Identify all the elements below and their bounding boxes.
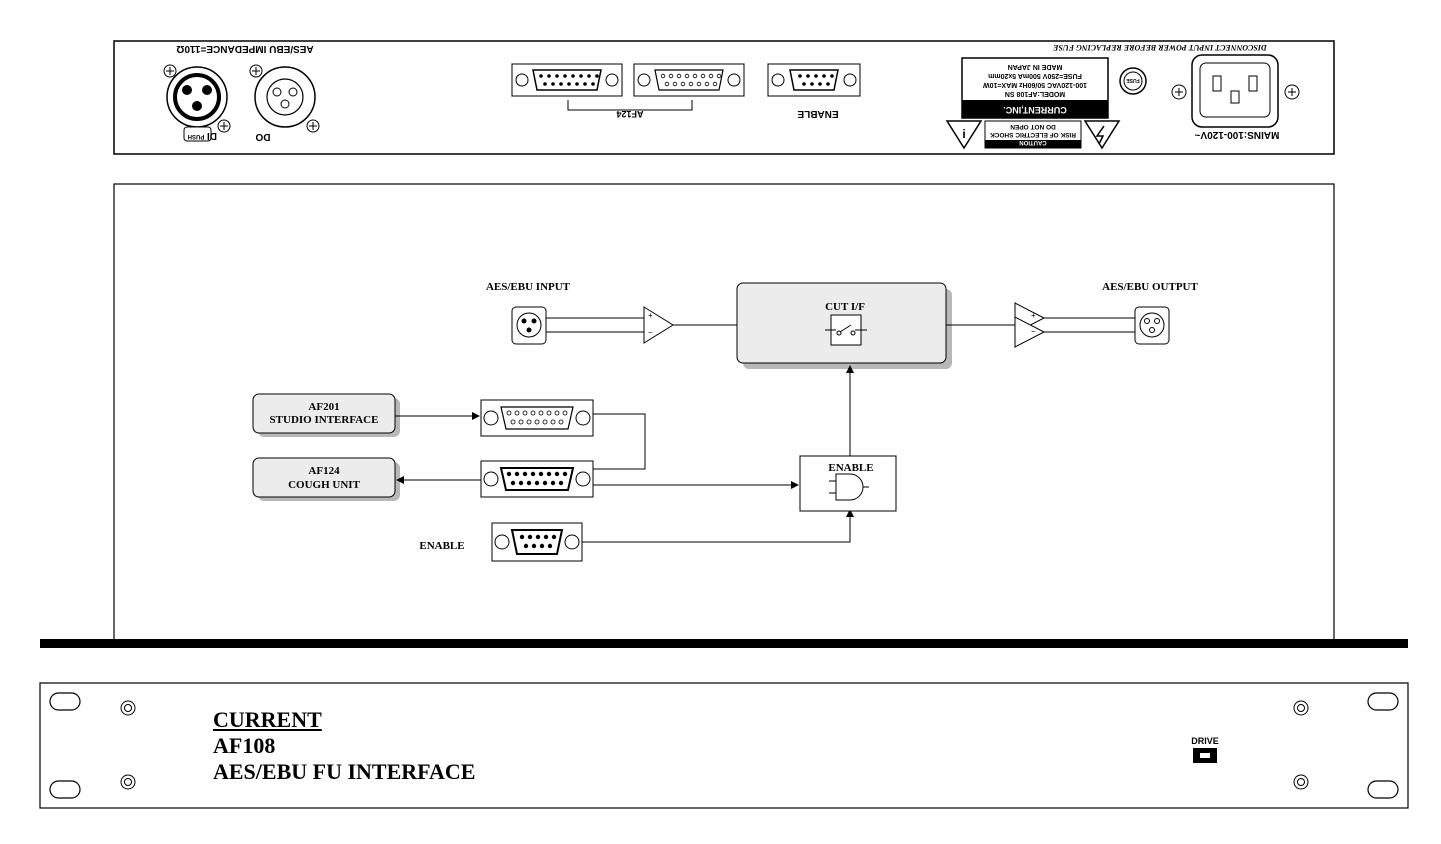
plate-header-bar <box>962 100 1108 118</box>
output-plus-sign: + <box>1031 311 1036 320</box>
lightning-warning-icon <box>1083 120 1121 150</box>
mains-label: MAINS:100-120V~ <box>1194 129 1279 140</box>
af201-block <box>252 393 396 434</box>
caution-title: CAUTION <box>1019 139 1046 145</box>
plate-line2: 100-120VAC 50/60Hz MAX=10W <box>983 81 1087 88</box>
af201-line1: AF201 <box>308 401 339 413</box>
af124-block <box>252 457 396 498</box>
rack-mount-slot <box>49 692 1399 799</box>
and-gate-icon <box>829 473 869 501</box>
af201-diagram-dsub <box>480 399 594 437</box>
screw-icon <box>163 64 231 133</box>
rear-panel-outline <box>113 40 1335 155</box>
plate-line3: FUSE=250V 500mA 5x20mm <box>988 72 1082 79</box>
front-model: AF108 <box>213 733 276 758</box>
disconnect-warning: DISCONNECT INPUT POWER BEFORE REPLACING … <box>1053 43 1268 52</box>
enable-dsub-connector[interactable] <box>767 63 861 97</box>
push-tab[interactable] <box>183 126 212 142</box>
plate-company: CURRENT,INC. <box>1003 105 1067 115</box>
af201-dsub-connector[interactable] <box>633 63 745 97</box>
caution-line1: RISK OF ELECTRIC SHOCK <box>990 131 1076 138</box>
fuse-label: FUSE <box>1126 77 1140 83</box>
af124-line1: AF124 <box>308 465 340 477</box>
plate-line4: MADE IN JAPAN <box>1008 63 1063 70</box>
di-label: DI <box>207 130 217 141</box>
dsub-loop-wire <box>593 413 646 470</box>
enable-gate-label: ENABLE <box>828 462 873 474</box>
aes-output-label: AES/EBU OUTPUT <box>1102 281 1198 293</box>
di-xlr-connector[interactable] <box>166 66 228 128</box>
af201-line2: STUDIO INTERFACE <box>270 414 379 426</box>
input-plus-sign: + <box>648 311 653 320</box>
do-xlr-connector[interactable] <box>254 66 316 128</box>
input-minus-sign: − <box>648 328 653 337</box>
af124-rear-label: AF124 <box>616 109 643 119</box>
front-brand: CURRENT <box>213 707 322 732</box>
switch-icon <box>825 314 867 346</box>
screw-icon <box>249 64 320 133</box>
fuse-holder-icon[interactable] <box>1119 67 1147 95</box>
push-label: PUSH <box>188 133 205 139</box>
impedance-label: AES/EBU IMPEDANCE=110Ω <box>176 43 313 54</box>
aes-output-connector[interactable] <box>1134 306 1170 345</box>
caution-bar <box>985 140 1081 148</box>
output-minus-sign: − <box>1031 327 1036 336</box>
enable-diagram-dsub <box>491 522 583 562</box>
output-driver-amplifier <box>1014 302 1046 348</box>
front-panel <box>39 682 1409 809</box>
iec-power-inlet[interactable] <box>1171 54 1300 128</box>
aes-input-connector[interactable] <box>511 306 547 345</box>
separator-bar <box>40 639 1408 648</box>
drive-led-indicator <box>1193 748 1217 763</box>
af124-dsub-connector[interactable] <box>511 63 623 97</box>
enable-input-wire <box>582 509 854 543</box>
svg-text:i: i <box>962 127 965 141</box>
af124-line2: COUGH UNIT <box>288 479 360 491</box>
enable-input-label: ENABLE <box>419 540 464 552</box>
af124-diagram-dsub <box>480 460 594 498</box>
info-warning-icon: i <box>945 120 983 150</box>
aes-input-label: AES/EBU INPUT <box>486 281 571 293</box>
front-description: AES/EBU FU INTERFACE <box>213 759 476 784</box>
drive-label: DRIVE <box>1191 736 1219 746</box>
cut-label: CUT I/F <box>825 301 865 313</box>
do-label: DO <box>255 131 270 142</box>
plate-line1: MODEL:AF108 SN <box>1005 90 1065 97</box>
af124-bracket <box>567 100 693 111</box>
rear-panel: i <box>113 40 1335 155</box>
panel-screw-icon <box>120 700 1309 790</box>
caution-line2: DO NOT OPEN <box>1010 123 1056 130</box>
input-receiver-amplifier <box>643 306 674 344</box>
enable-rear-label: ENABLE <box>797 108 838 119</box>
